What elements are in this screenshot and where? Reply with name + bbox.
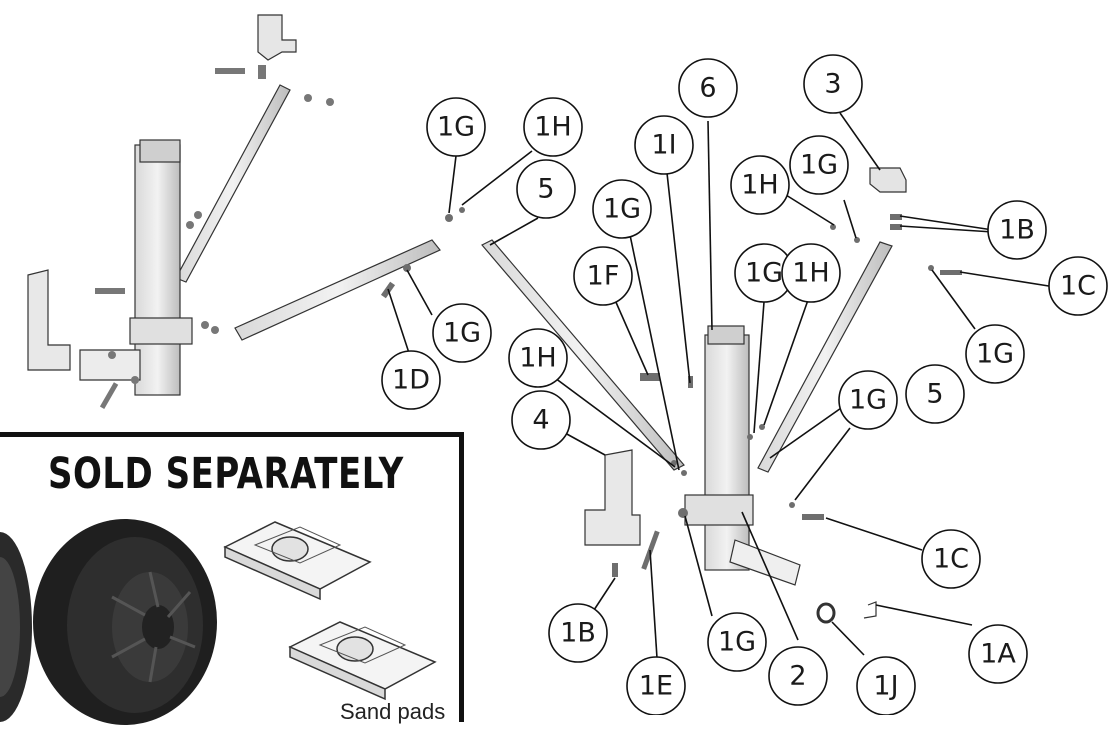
svg-text:1H: 1H [741,170,778,201]
svg-text:1J: 1J [873,671,898,702]
callout-bubbles: 1G 1H 5 1G 1I 6 3 1H 1G 1B 1C 1F 1G 1H 1… [381,54,1108,715]
callout-1g: 1G [426,97,486,157]
svg-text:1G: 1G [437,112,475,143]
svg-text:1H: 1H [519,343,556,374]
sold-separately-title: SOLD SEPARATELY [48,449,404,499]
foot-bracket-left [27,269,71,371]
callout-6: 6 [678,58,738,118]
svg-text:1G: 1G [976,339,1014,370]
svg-text:1D: 1D [392,365,430,396]
post-cap-part-6 [707,325,745,345]
svg-text:4: 4 [532,405,549,436]
svg-text:3: 3 [824,69,841,100]
svg-text:6: 6 [699,73,716,104]
svg-text:1H: 1H [534,112,571,143]
svg-text:1G: 1G [849,385,887,416]
callout-1j: 1J [856,656,916,715]
svg-text:1F: 1F [587,261,620,292]
callout-1c: 1C [1048,256,1108,316]
vertical-post-part-6 [704,334,750,571]
callout-1f: 1F [573,246,633,306]
collar-part-2 [684,494,754,526]
accessories-illustration [0,519,437,725]
svg-text:1B: 1B [560,618,596,649]
callout-2: 2 [768,646,828,706]
axle-tube-left [79,349,141,381]
svg-text:5: 5 [926,379,943,410]
sand-pad-image [288,621,437,701]
main-assembly-view [380,167,962,624]
diagonal-strut-left [175,84,291,283]
callout-1b: 1B [548,603,608,663]
sold-separately-panel: SOLD SEPARATELY [0,432,464,725]
callout-1i: 1I [634,115,694,175]
callout-4: 4 [511,390,571,450]
tube-part-5-left [481,239,685,471]
svg-text:1G: 1G [443,318,481,349]
tube-part-5-right [757,241,893,473]
wheel-image [33,519,217,725]
svg-text:1G: 1G [745,258,783,289]
top-bracket-left [257,14,297,61]
callout-1g: 1G [838,370,898,430]
callout-1g: 1G [592,179,652,239]
callout-1e: 1E [626,656,686,715]
callout-1a: 1A [968,624,1028,684]
callout-1g: 1G [965,324,1025,384]
callout-1g: 1G [789,135,849,195]
callout-1c: 1C [921,529,981,589]
svg-text:1G: 1G [800,150,838,181]
svg-text:1H: 1H [792,258,829,289]
svg-text:1G: 1G [718,627,756,658]
leader-lines [387,112,1056,659]
svg-text:5: 5 [537,174,554,205]
sand-pad-image [223,521,372,601]
ring-part-1j [816,602,836,624]
callout-5: 5 [905,364,965,424]
svg-text:1A: 1A [980,639,1016,670]
clip-part-1a [863,601,877,619]
svg-text:1C: 1C [1060,271,1096,302]
callout-1d: 1D [381,350,441,410]
svg-text:1G: 1G [603,194,641,225]
svg-text:2: 2 [789,661,806,692]
callout-1h: 1H [730,155,790,215]
callout-3: 3 [803,54,863,114]
foot-bracket-part-4 [584,449,641,546]
exploded-assembly-diagram: 1G 1H 5 1G 1I 6 3 1H 1G 1B 1C 1F 1G 1H 1… [27,14,1108,715]
vertical-post-left [134,144,181,396]
callout-1b: 1B [987,200,1047,260]
sand-pads-label: Sand pads [340,699,446,724]
callout-1h: 1H [781,243,841,303]
collar-left [129,317,193,345]
axle-tube-main [729,539,801,586]
bolts-left [95,65,334,409]
crossbar-left [234,239,441,341]
top-bracket-part-3 [869,167,907,193]
svg-text:1C: 1C [933,544,969,575]
svg-text:1B: 1B [999,215,1035,246]
post-cap-left [139,139,181,163]
callout-1h: 1H [523,97,583,157]
svg-text:1E: 1E [639,671,673,702]
callout-1g: 1G [432,303,492,363]
svg-text:1I: 1I [651,130,676,161]
left-assembly-view [27,14,441,409]
callout-1h: 1H [508,328,568,388]
callout-1g: 1G [707,612,767,672]
callout-5: 5 [516,159,576,219]
wheel-partial-image [0,532,32,722]
